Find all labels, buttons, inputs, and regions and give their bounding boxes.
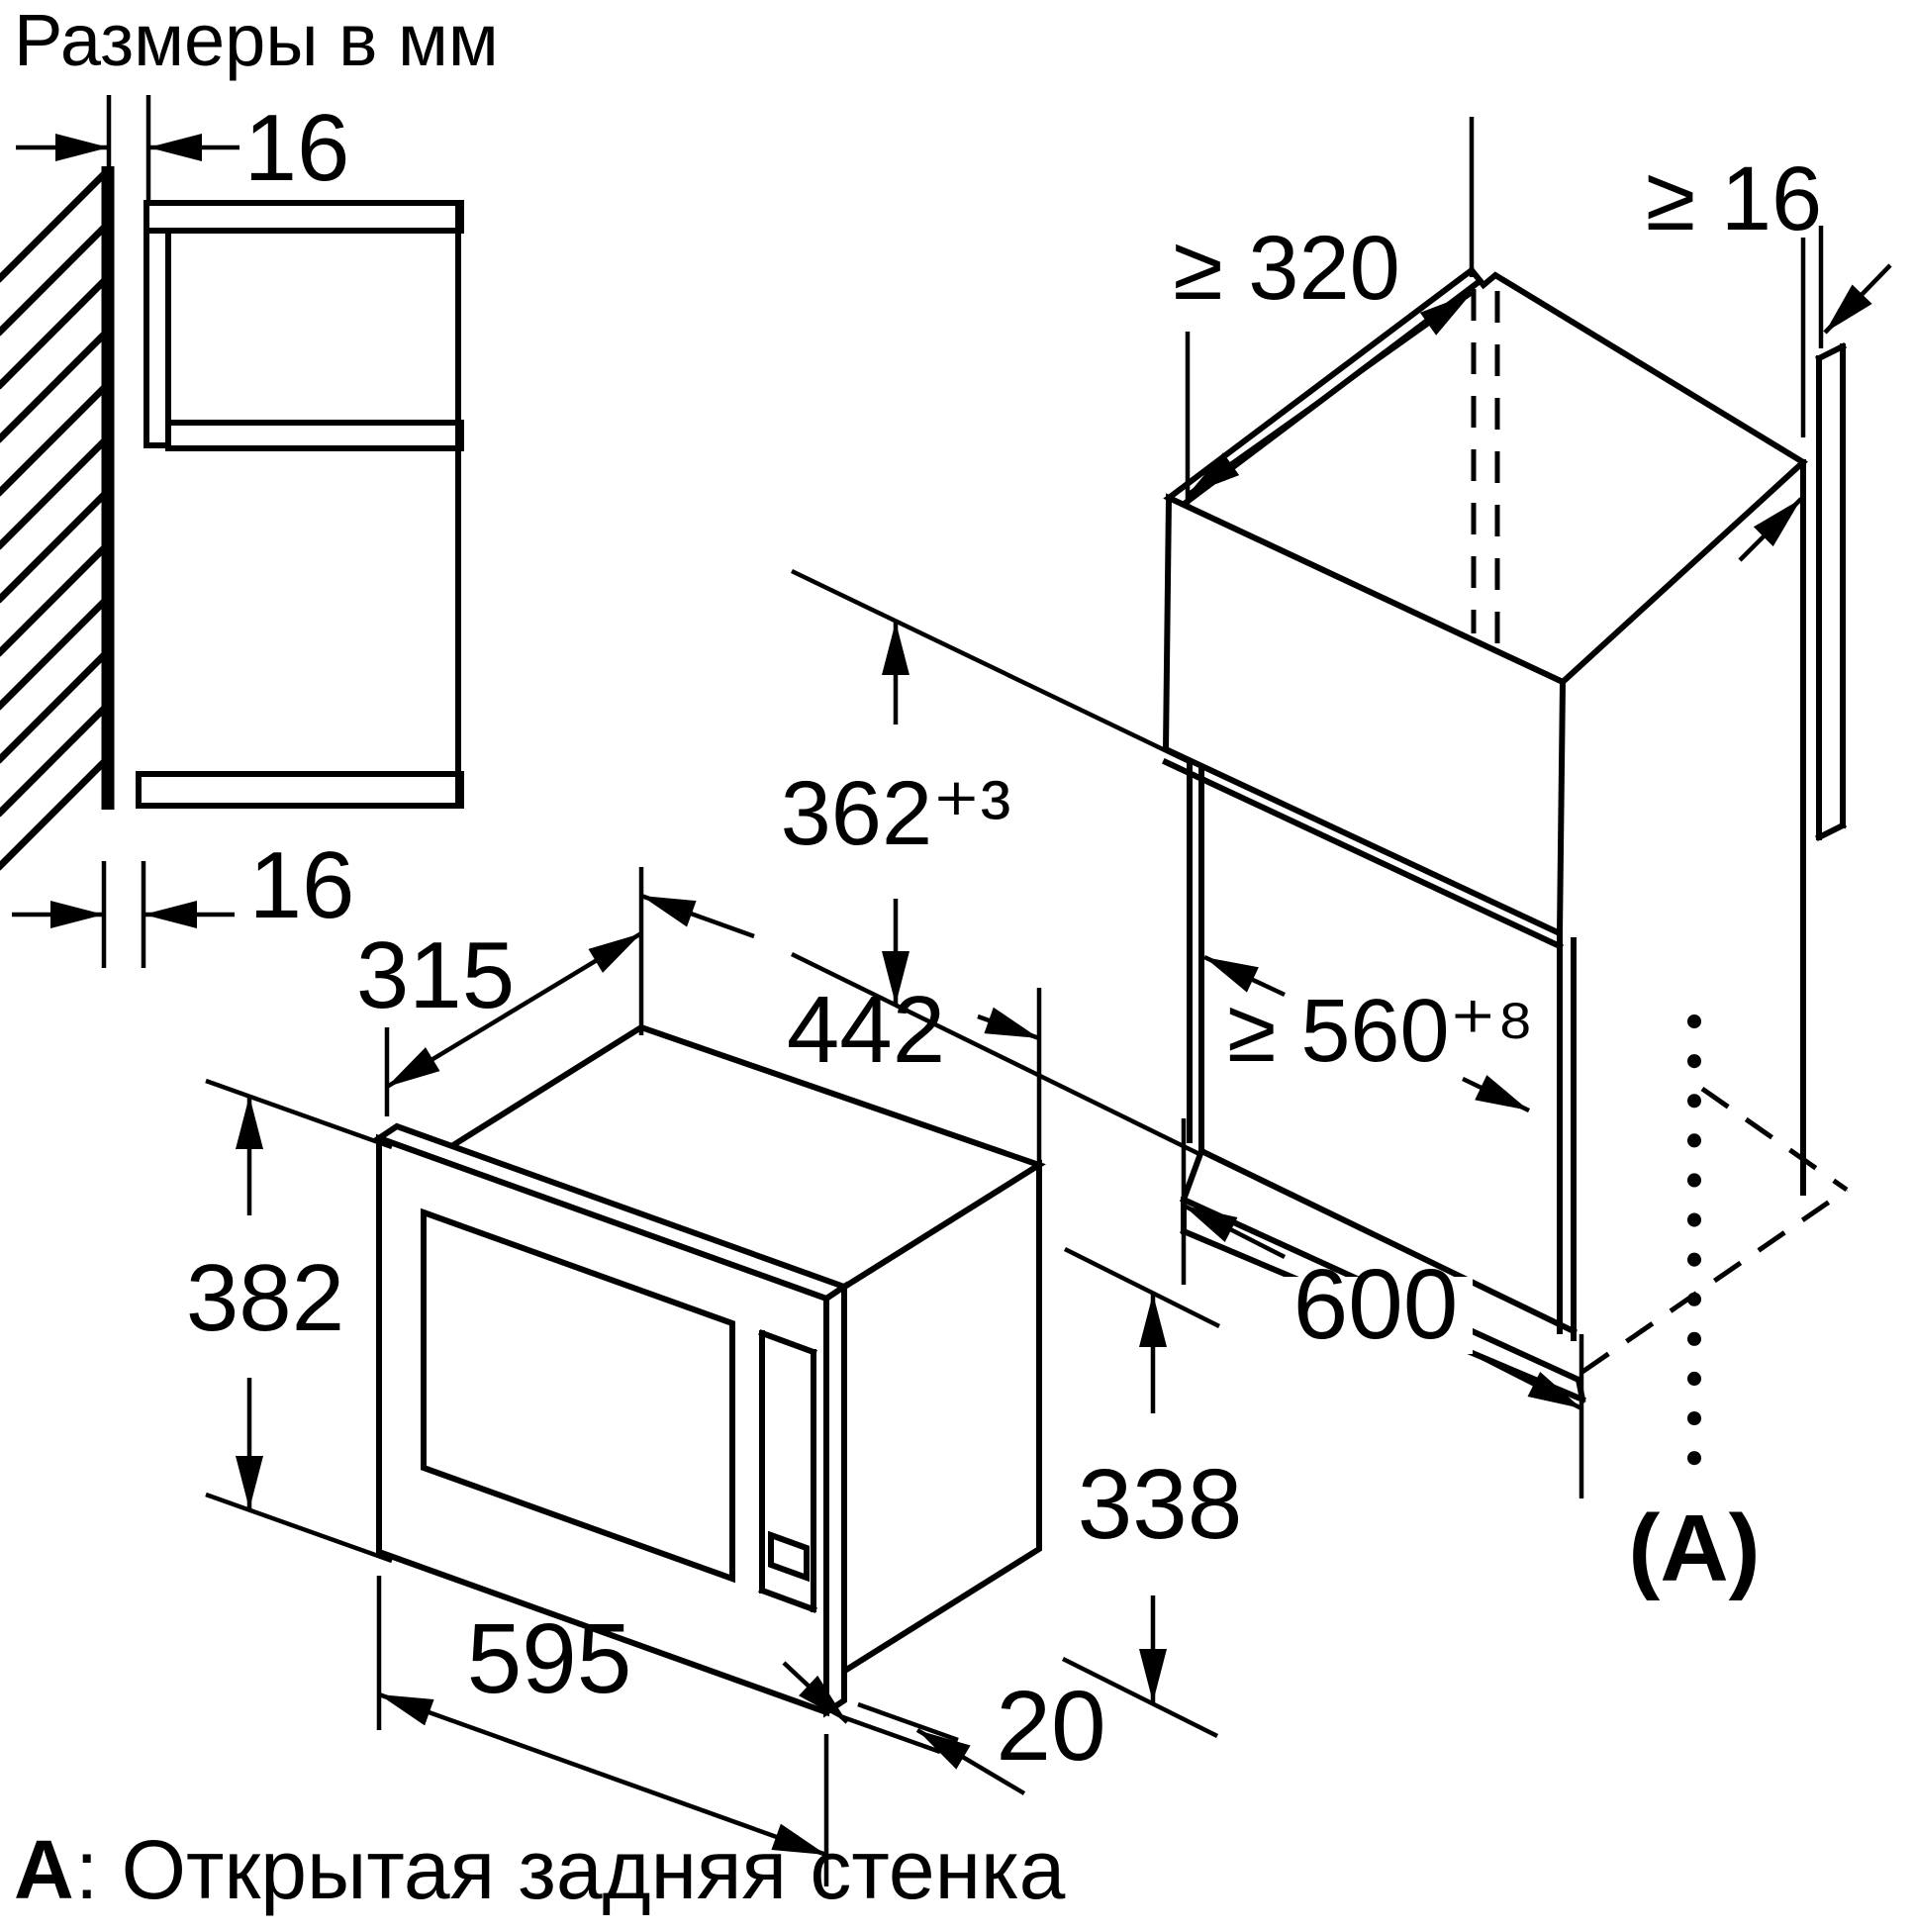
dim-label-niche-height: 362⁺³ xyxy=(781,763,1011,864)
niche-ceiling-edge xyxy=(1162,758,1564,950)
back-panel-board xyxy=(144,217,171,448)
microwave-view: 315 442 382 595 20 xyxy=(186,867,1243,1886)
middle-shelf-board xyxy=(165,420,464,451)
cabinet-cross-section xyxy=(136,200,464,809)
dim-wall-gap-top: 16 xyxy=(16,95,349,201)
dim-body-height: 338 xyxy=(1061,1246,1243,1739)
dim-label-wall-gap-top: 16 xyxy=(244,95,350,201)
dim-niche-height: 362⁺³ xyxy=(781,568,1202,1158)
dim-cabinet-top-depth: ≥ 320 xyxy=(1173,117,1475,505)
dim-label-microwave-depth: 315 xyxy=(356,922,515,1028)
dim-label-niche-width: ≥ 560⁺⁸ xyxy=(1227,982,1534,1081)
dim-label-cabinet-width: 600 xyxy=(1293,1249,1459,1360)
control-panel xyxy=(758,1329,817,1613)
cabinet-view: ≥ 320 ≥ 16 362⁺³ ≥ 560⁺⁸ xyxy=(781,117,1892,1601)
dim-label-microwave-height: 382 xyxy=(186,1245,344,1351)
dim-microwave-height: 382 xyxy=(186,1078,393,1564)
dim-microwave-width: 595 xyxy=(376,1576,829,1886)
dim-frame-overhang: 20 xyxy=(782,1661,1106,1795)
dim-label-body-height: 338 xyxy=(1078,1449,1243,1560)
wall-section-view: 16 16 xyxy=(0,95,464,968)
open-back-marker: (A) xyxy=(1628,1014,1761,1601)
niche-floor-edge xyxy=(1196,1146,1579,1336)
page-title: Размеры в мм xyxy=(14,0,499,81)
door-window xyxy=(421,1208,735,1584)
dim-label-microwave-width: 595 xyxy=(467,1603,632,1714)
dim-label-cabinet-rear-gap: ≥ 16 xyxy=(1646,148,1822,249)
wall-hatching xyxy=(0,171,107,871)
dim-microwave-top-width: 442 xyxy=(640,893,1042,1162)
dim-label-wall-gap-bottom: 16 xyxy=(249,832,355,938)
dim-cabinet-width: 600 xyxy=(1181,1118,1584,1498)
footnote: A : Открытая задняя стенка xyxy=(14,1823,1066,1916)
dim-cabinet-rear-gap: ≥ 16 xyxy=(1646,148,1892,562)
cabinet-bottom-left-step xyxy=(1180,1147,1205,1204)
dim-niche-width: ≥ 560⁺⁸ xyxy=(1203,954,1534,1113)
rear-wall-strip xyxy=(1814,341,1848,842)
footnote-marker: A xyxy=(14,1823,74,1916)
dim-label-microwave-top-width: 442 xyxy=(787,977,945,1083)
bottom-board xyxy=(136,771,464,809)
footnote-text: : Открытая задняя стенка xyxy=(75,1823,1066,1916)
marker-label-a: (A) xyxy=(1628,1496,1760,1601)
dim-wall-gap-bottom: 16 xyxy=(12,832,354,968)
dim-label-frame-overhang: 20 xyxy=(996,1671,1105,1782)
display-window xyxy=(768,1530,810,1583)
dim-microwave-depth: 315 xyxy=(356,867,644,1116)
dim-label-cabinet-top-depth: ≥ 320 xyxy=(1173,218,1400,319)
top-board xyxy=(144,200,464,234)
